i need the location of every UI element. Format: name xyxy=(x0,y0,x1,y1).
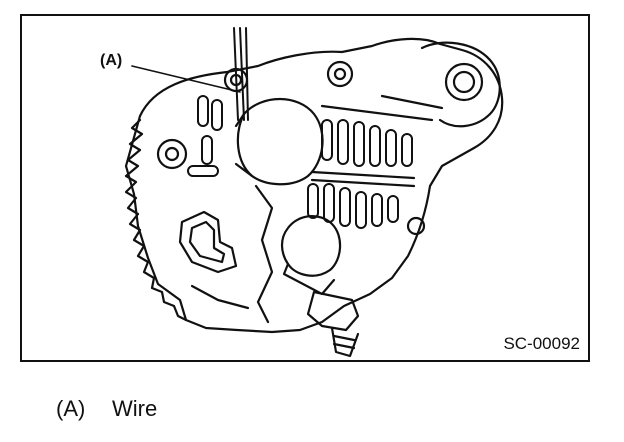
mount-hole-small xyxy=(406,216,426,236)
figure-code: SC-00092 xyxy=(503,334,580,353)
mount-hole-mid xyxy=(326,60,354,88)
legend-label: Wire xyxy=(112,396,158,421)
terminal-cap xyxy=(280,215,342,277)
legend: (A) Wire xyxy=(56,396,157,422)
brush-holder-cap xyxy=(236,97,324,186)
mount-hole-top xyxy=(444,62,484,102)
rear-ribs xyxy=(124,118,188,322)
figure-frame: (A) SC-00092 xyxy=(20,14,590,362)
mount-hole-left xyxy=(156,138,188,170)
alternator-illustration xyxy=(124,27,504,358)
wire xyxy=(233,27,249,121)
cooling-slots xyxy=(187,95,413,229)
legend-key: (A) xyxy=(56,396,86,421)
callout-label-a: (A) xyxy=(100,52,123,69)
callout-leader xyxy=(131,65,241,93)
alternator-body xyxy=(124,37,504,334)
connector-socket xyxy=(178,210,238,274)
mounting-ear-top xyxy=(420,41,501,128)
b-terminal xyxy=(306,290,360,332)
